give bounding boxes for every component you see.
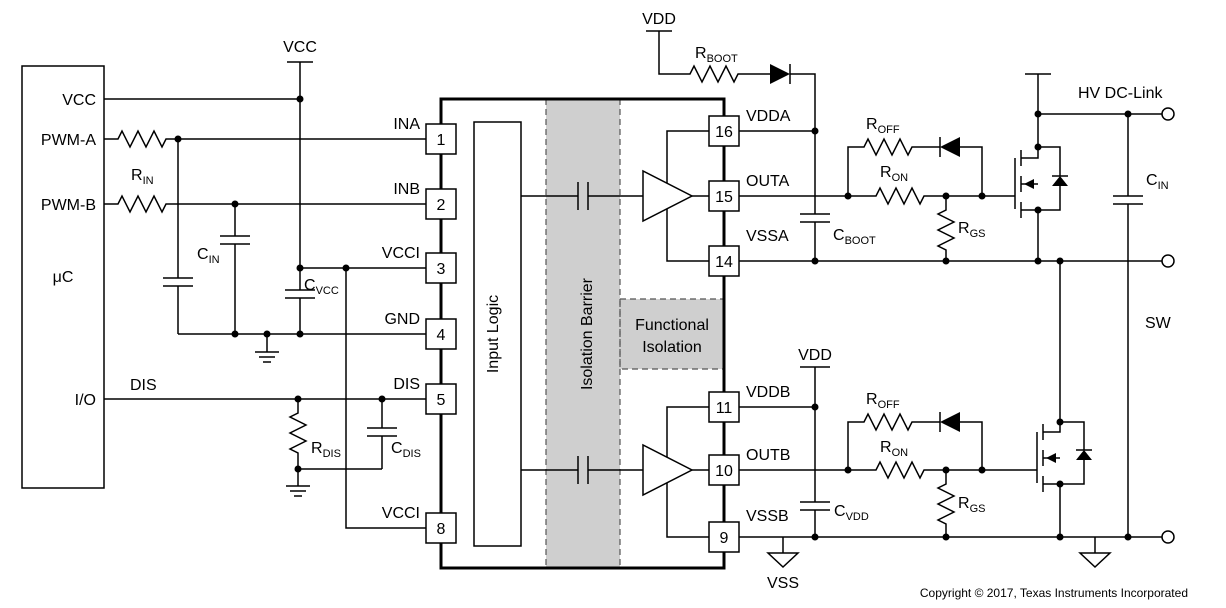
mcu-io-label: I/O bbox=[75, 392, 96, 409]
r-boot-label: RBOOT bbox=[695, 45, 738, 65]
pin-15-number: 15 bbox=[715, 189, 733, 206]
dis-signal-label: DIS bbox=[130, 377, 157, 394]
input-logic-label: Input Logic bbox=[485, 295, 502, 373]
r-on-a-label: RON bbox=[880, 164, 908, 184]
pin-inb-label: INB bbox=[393, 181, 420, 198]
c-vdd-label: CVDD bbox=[834, 503, 869, 523]
hv-dc-link-label: HV DC-Link bbox=[1078, 85, 1163, 102]
pin-10-number: 10 bbox=[715, 463, 733, 480]
pin-4-number: 4 bbox=[437, 327, 446, 344]
pin-11-number: 11 bbox=[716, 400, 733, 417]
gnd-terminal[interactable] bbox=[1161, 530, 1175, 544]
pin-2-number: 2 bbox=[437, 197, 446, 214]
functional-isolation-box bbox=[619, 298, 725, 370]
r-dis-label: RDIS bbox=[311, 440, 341, 460]
pin-3-number: 3 bbox=[437, 261, 446, 278]
pin-5-number: 5 bbox=[437, 392, 446, 409]
pin-16-number: 16 bbox=[715, 124, 733, 141]
left-junction-dots bbox=[174, 95, 386, 473]
pin-outa-label: OUTA bbox=[746, 173, 790, 190]
pin-gnd-label: GND bbox=[384, 311, 420, 328]
c-in-left-label: CIN bbox=[197, 246, 220, 266]
vdd-top-label: VDD bbox=[642, 11, 676, 28]
microcontroller-box bbox=[21, 65, 105, 489]
buffer-internal-wiring bbox=[666, 130, 709, 538]
c-vcc-label: CVCC bbox=[304, 277, 339, 297]
right-pin-boxes bbox=[708, 115, 740, 553]
functional-isolation-label-2: Isolation bbox=[642, 339, 702, 356]
r-in-label: RIN bbox=[131, 167, 154, 187]
pin-ina-label: INA bbox=[393, 116, 420, 133]
high-side-wiring bbox=[646, 30, 1168, 537]
r-on-b-label: RON bbox=[880, 439, 908, 459]
functional-isolation-label-1: Functional bbox=[635, 317, 709, 334]
isolation-barrier-band bbox=[546, 99, 620, 568]
pin-8-number: 8 bbox=[437, 521, 446, 538]
pin-vddb-label: VDDB bbox=[746, 384, 790, 401]
isolation-barrier-label: Isolation Barrier bbox=[579, 277, 596, 390]
pin-outb-label: OUTB bbox=[746, 447, 790, 464]
sw-terminal[interactable] bbox=[1161, 254, 1175, 268]
vdd-low-label: VDD bbox=[798, 347, 832, 364]
pin-vcci-2-label: VCCI bbox=[382, 505, 420, 522]
c-in-right-label: CIN bbox=[1146, 172, 1169, 192]
mcu-pwm-b-label: PWM-B bbox=[41, 197, 96, 214]
pin-1-number: 1 bbox=[437, 132, 446, 149]
copyright-text: Copyright © 2017, Texas Instruments Inco… bbox=[920, 586, 1188, 600]
mcu-pwm-a-label: PWM-A bbox=[41, 132, 96, 149]
output-buffer-b bbox=[642, 443, 694, 497]
input-logic-block bbox=[473, 121, 522, 547]
mcu-vcc-label: VCC bbox=[62, 92, 96, 109]
vss-label: VSS bbox=[767, 575, 799, 592]
r-gs-a-label: RGS bbox=[958, 220, 985, 240]
high-side-dots bbox=[811, 110, 1132, 265]
r-gs-b-label: RGS bbox=[958, 495, 985, 515]
c-boot-label: CBOOT bbox=[833, 227, 876, 247]
mcu-name-label: μC bbox=[53, 269, 74, 286]
isolation-couplers bbox=[521, 182, 643, 484]
pin-vcci-label: VCCI bbox=[382, 245, 420, 262]
left-pin-boxes bbox=[425, 123, 457, 544]
r-off-b-label: ROFF bbox=[866, 391, 900, 411]
pin-vssa-label: VSSA bbox=[746, 228, 789, 245]
r-off-a-label: ROFF bbox=[866, 116, 900, 136]
pin-vdda-label: VDDA bbox=[746, 108, 791, 125]
low-side-wiring bbox=[739, 261, 1162, 569]
pin-dis-label: DIS bbox=[393, 376, 420, 393]
pin-9-number: 9 bbox=[720, 530, 729, 547]
pin-vssb-label: VSSB bbox=[746, 508, 789, 525]
sw-label: SW bbox=[1145, 315, 1172, 332]
left-wiring bbox=[104, 61, 426, 529]
pin-14-number: 14 bbox=[715, 254, 733, 271]
vcc-rail-label: VCC bbox=[283, 39, 317, 56]
hv-terminal[interactable] bbox=[1161, 107, 1175, 121]
output-buffer-a bbox=[642, 169, 694, 223]
low-side-dots bbox=[811, 403, 1132, 541]
c-dis-label: CDIS bbox=[391, 440, 421, 460]
